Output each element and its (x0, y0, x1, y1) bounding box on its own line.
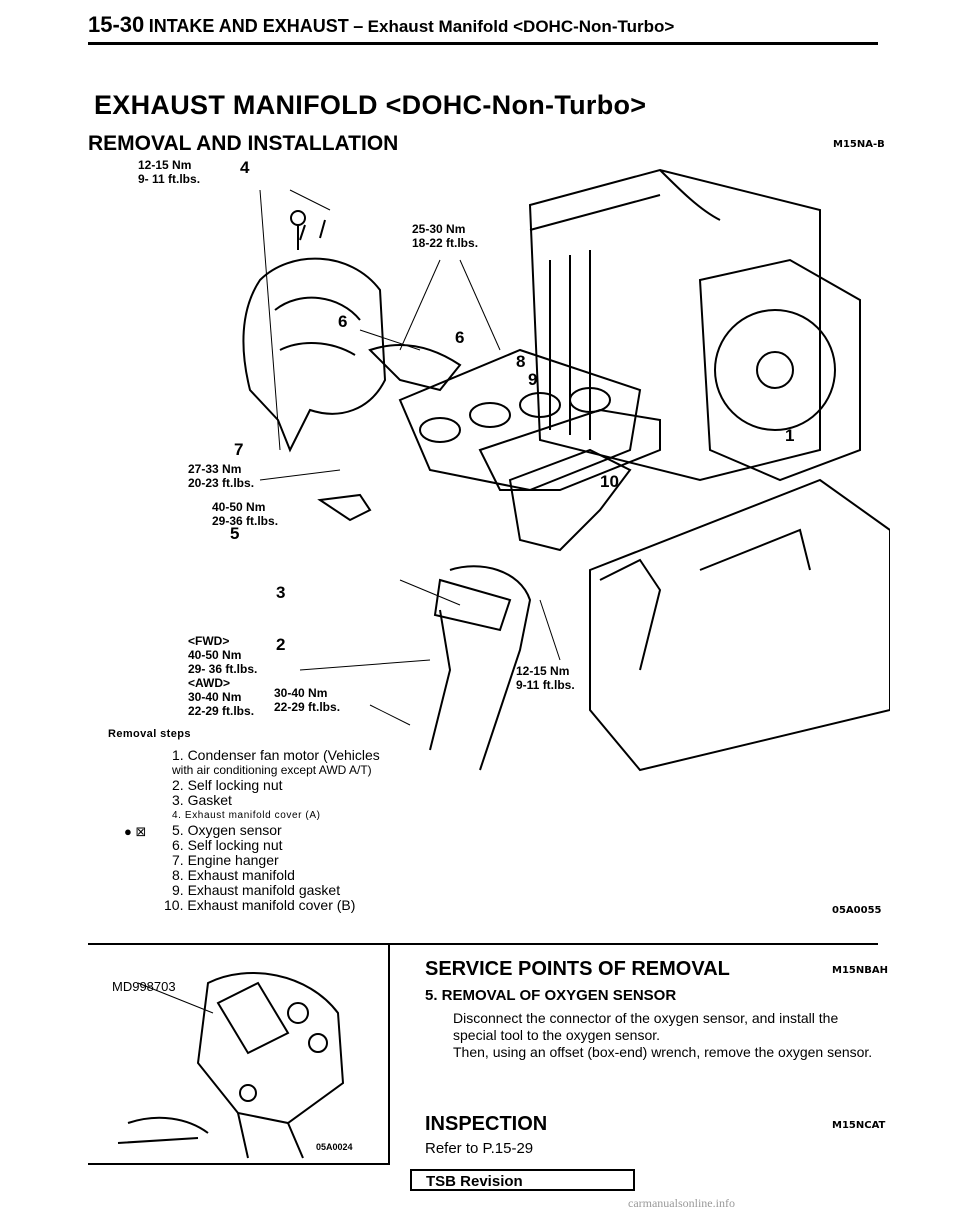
callout-1: 1 (785, 426, 795, 445)
page-title: EXHAUST MANIFOLD <DOHC-Non-Turbo> (94, 90, 647, 120)
step-5-marks: ● ⊠ (124, 824, 147, 839)
radiator (528, 168, 821, 482)
exhaust-manifold (398, 348, 642, 492)
inspection-title: INSPECTION (425, 1113, 548, 1135)
header-subsection: Exhaust Manifold <DOHC-Non-Turbo> (367, 17, 675, 36)
torque-value: 20-23 ft.lbs. (188, 476, 255, 490)
torque-value: 40-50 Nm (212, 500, 266, 514)
service-points-code: M15NBAH (832, 965, 888, 976)
torque-label-self-locking-nut: <FWD> 40-50 Nm 29- 36 ft.lbs. <AWD> 30-4… (188, 634, 257, 718)
list-item: 7. Engine hanger (172, 852, 279, 868)
tsb-revision-box: TSB Revision (410, 1169, 635, 1191)
list-item: 3. Gasket (172, 792, 232, 808)
callout-8: 8 (516, 352, 526, 371)
torque-label-hanger: 27-33 Nm 20-23 ft.lbs. (188, 462, 254, 490)
condenser-fan (698, 258, 861, 482)
list-item: 1. Condenser fan motor (Vehicles (172, 747, 380, 763)
callout-6a: 6 (338, 312, 348, 331)
exploded-diagram: 12-15 Nm 9- 11 ft.lbs. 25-30 Nm 18-22 ft… (100, 150, 891, 790)
inspection-text: Refer to P.15-29 (425, 1140, 534, 1157)
torque-value: 29-36 ft.lbs. (212, 514, 279, 528)
inspection-code: M15NCAT (832, 1120, 886, 1131)
torque-variant: <FWD> (188, 634, 230, 648)
callout-9: 9 (528, 370, 538, 389)
page-header: 15-30 INTAKE AND EXHAUST – Exhaust Manif… (88, 12, 674, 38)
torque-value: 30-40 Nm (274, 686, 328, 700)
diagram-drawing (242, 168, 891, 772)
callout-4: 4 (240, 158, 250, 177)
torque-value: 22-29 ft.lbs. (274, 700, 341, 714)
inset-drawing (117, 972, 345, 1159)
torque-label-manifold-nut: 25-30 Nm 18-22 ft.lbs. (412, 222, 478, 250)
list-item: 4. Exhaust manifold cover (A) (172, 810, 321, 821)
service-points-subtitle: 5. REMOVAL OF OXYGEN SENSOR (425, 987, 677, 1004)
torque-value: 30-40 Nm (188, 690, 242, 704)
diagram-code: 05A0055 (832, 905, 882, 916)
torque-value: 40-50 Nm (188, 648, 242, 662)
inset-code: 05A0024 (316, 1142, 353, 1152)
removal-steps-title: Removal steps (108, 728, 191, 740)
list-item: with air conditioning except AWD A/T) (172, 763, 372, 777)
page-number: 15-30 (88, 12, 145, 37)
removal-code: M15NA-B (833, 139, 885, 150)
callout-6b: 6 (455, 328, 465, 347)
callout-5: 5 (230, 524, 240, 543)
special-tool-label: MD998703 (112, 979, 176, 994)
torque-value: 18-22 ft.lbs. (412, 236, 479, 250)
torque-label-bracket-bolt: 12-15 Nm 9-11 ft.lbs. (516, 664, 575, 692)
list-item: 2. Self locking nut (172, 777, 283, 793)
manifold-cover-a (242, 257, 387, 453)
torque-label-pipe-bolt: 30-40 Nm 22-29 ft.lbs. (274, 686, 340, 714)
list-item: 6. Self locking nut (172, 837, 283, 853)
list-item: 10. Exhaust manifold cover (B) (164, 897, 356, 913)
section-divider (88, 943, 878, 945)
inset-illustration: MD998703 05A0024 (88, 943, 390, 1165)
callout-10: 10 (600, 472, 619, 491)
header-dash: – (353, 16, 364, 36)
torque-value: 9-11 ft.lbs. (516, 678, 575, 692)
torque-variant: <AWD> (188, 676, 231, 690)
section-title: REMOVAL AND INSTALLATION (88, 132, 399, 155)
torque-value: 25-30 Nm (412, 222, 466, 236)
service-points-title: SERVICE POINTS OF REMOVAL (425, 958, 730, 980)
list-item: 9. Exhaust manifold gasket (172, 882, 341, 898)
torque-value: 22-29 ft.lbs. (188, 704, 255, 718)
footer-watermark-url: carmanualsonline.info (628, 1196, 735, 1210)
list-item: 8. Exhaust manifold (172, 867, 295, 883)
torque-value: 29- 36 ft.lbs. (188, 662, 258, 676)
torque-value: 27-33 Nm (188, 462, 242, 476)
engine-block (589, 478, 891, 772)
header-rule (88, 42, 878, 45)
torque-value: 12-15 Nm (138, 158, 192, 172)
torque-value: 12-15 Nm (516, 664, 570, 678)
torque-value: 9- 11 ft.lbs. (138, 172, 201, 186)
torque-label-bolt-4: 12-15 Nm 9- 11 ft.lbs. (138, 158, 200, 186)
removal-steps-list: 1. Condenser fan motor (Vehicles with ai… (164, 747, 380, 913)
list-item: 5. Oxygen sensor (172, 822, 282, 838)
header-section: INTAKE AND EXHAUST (148, 16, 349, 36)
callout-3: 3 (276, 583, 286, 602)
callout-2: 2 (276, 635, 286, 654)
torque-label-oxygen-sensor: 40-50 Nm 29-36 ft.lbs. (212, 500, 278, 528)
front-pipe (429, 565, 532, 771)
service-points-body: Disconnect the connector of the oxygen s… (453, 1010, 878, 1061)
service-points-paragraph: Then, using an offset (box-end) wrench, … (453, 1044, 873, 1060)
callout-7: 7 (234, 440, 244, 459)
service-points-paragraph: Disconnect the connector of the oxygen s… (453, 1010, 839, 1043)
